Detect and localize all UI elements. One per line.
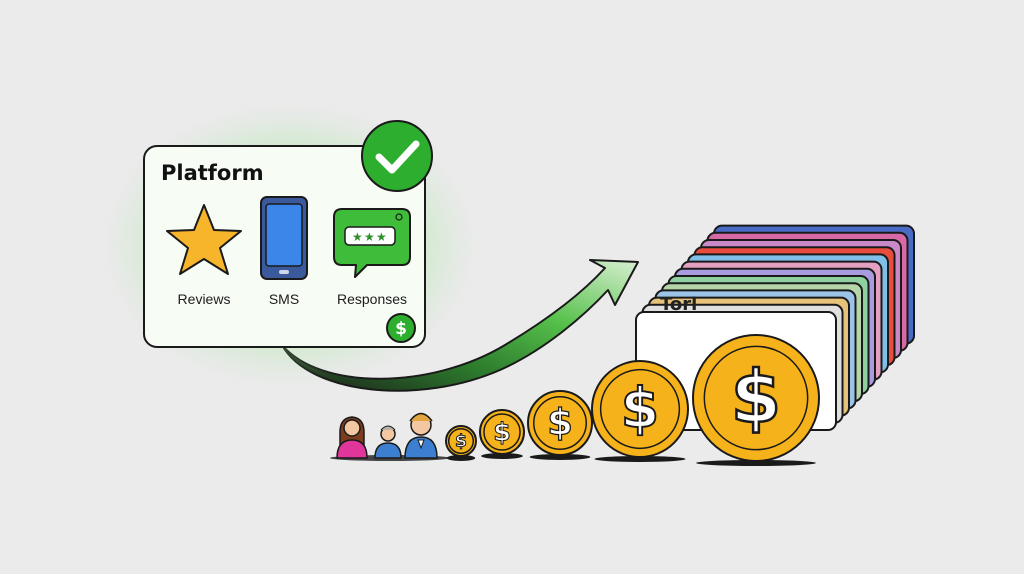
coin-symbol: $ xyxy=(493,417,511,446)
feature-reviews: Reviews xyxy=(159,195,249,315)
card-text: Torl xyxy=(660,294,698,315)
dollar-coin-icon: $ xyxy=(527,390,593,460)
dollar-coin-icon: $ xyxy=(479,409,525,459)
dollar-coin-icon: $ xyxy=(692,334,820,466)
platform-title: Platform xyxy=(161,161,264,185)
phone-icon xyxy=(260,196,308,280)
checkmark-icon xyxy=(361,120,433,192)
svg-text:★: ★ xyxy=(376,230,387,244)
coin-symbol: $ xyxy=(731,356,781,440)
feature-responses: ★ ★ ★ Responses xyxy=(327,195,417,315)
dollar-icon: $ xyxy=(386,313,416,343)
coin-symbol: $ xyxy=(621,377,659,441)
feature-sms: SMS xyxy=(239,195,329,315)
feature-label-sms: SMS xyxy=(268,291,300,307)
star-icon xyxy=(166,204,242,275)
svg-text:★: ★ xyxy=(352,230,363,244)
svg-text:$: $ xyxy=(395,319,407,339)
person-man-tall-icon xyxy=(404,412,438,459)
dollar-coin-icon: $ xyxy=(591,360,689,462)
svg-text:★: ★ xyxy=(364,230,375,244)
feature-label-responses: Responses xyxy=(336,291,408,307)
feature-label-reviews: Reviews xyxy=(177,291,231,307)
person-woman-icon xyxy=(336,416,368,459)
person-man-icon xyxy=(374,425,402,459)
chat-rating-icon: ★ ★ ★ xyxy=(333,208,411,278)
coin-symbol: $ xyxy=(547,401,573,444)
coin-symbol: $ xyxy=(455,432,467,452)
dollar-coin-icon: $ xyxy=(445,425,477,461)
